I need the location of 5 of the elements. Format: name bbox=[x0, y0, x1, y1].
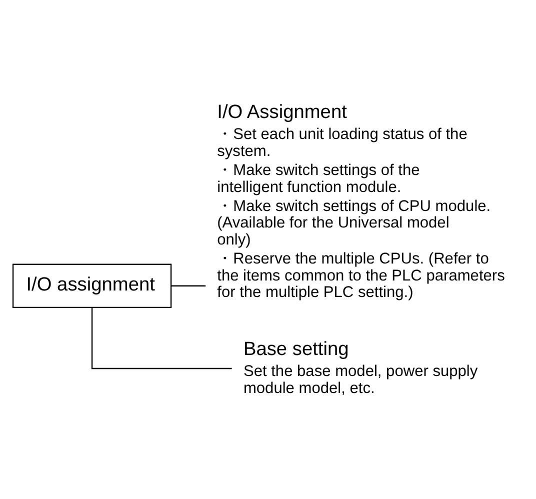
node-text: I/O Assignment ・Set each unit loading status of the system. ・Make switch settings of the intelligent function module. ・Make switch settings of CPU module. (Available for the Universal model only) ・Reserve the multiple CPUs. (Refer to the items common to the PLC parameters for the multiple PLC setting.) bbox=[217, 102, 505, 301]
connector bbox=[171, 284, 206, 286]
node-text: Base setting Set the base model, power supply module model, etc. bbox=[243, 338, 478, 396]
node-box: I/O assignment bbox=[12, 263, 172, 308]
connector bbox=[91, 307, 232, 369]
